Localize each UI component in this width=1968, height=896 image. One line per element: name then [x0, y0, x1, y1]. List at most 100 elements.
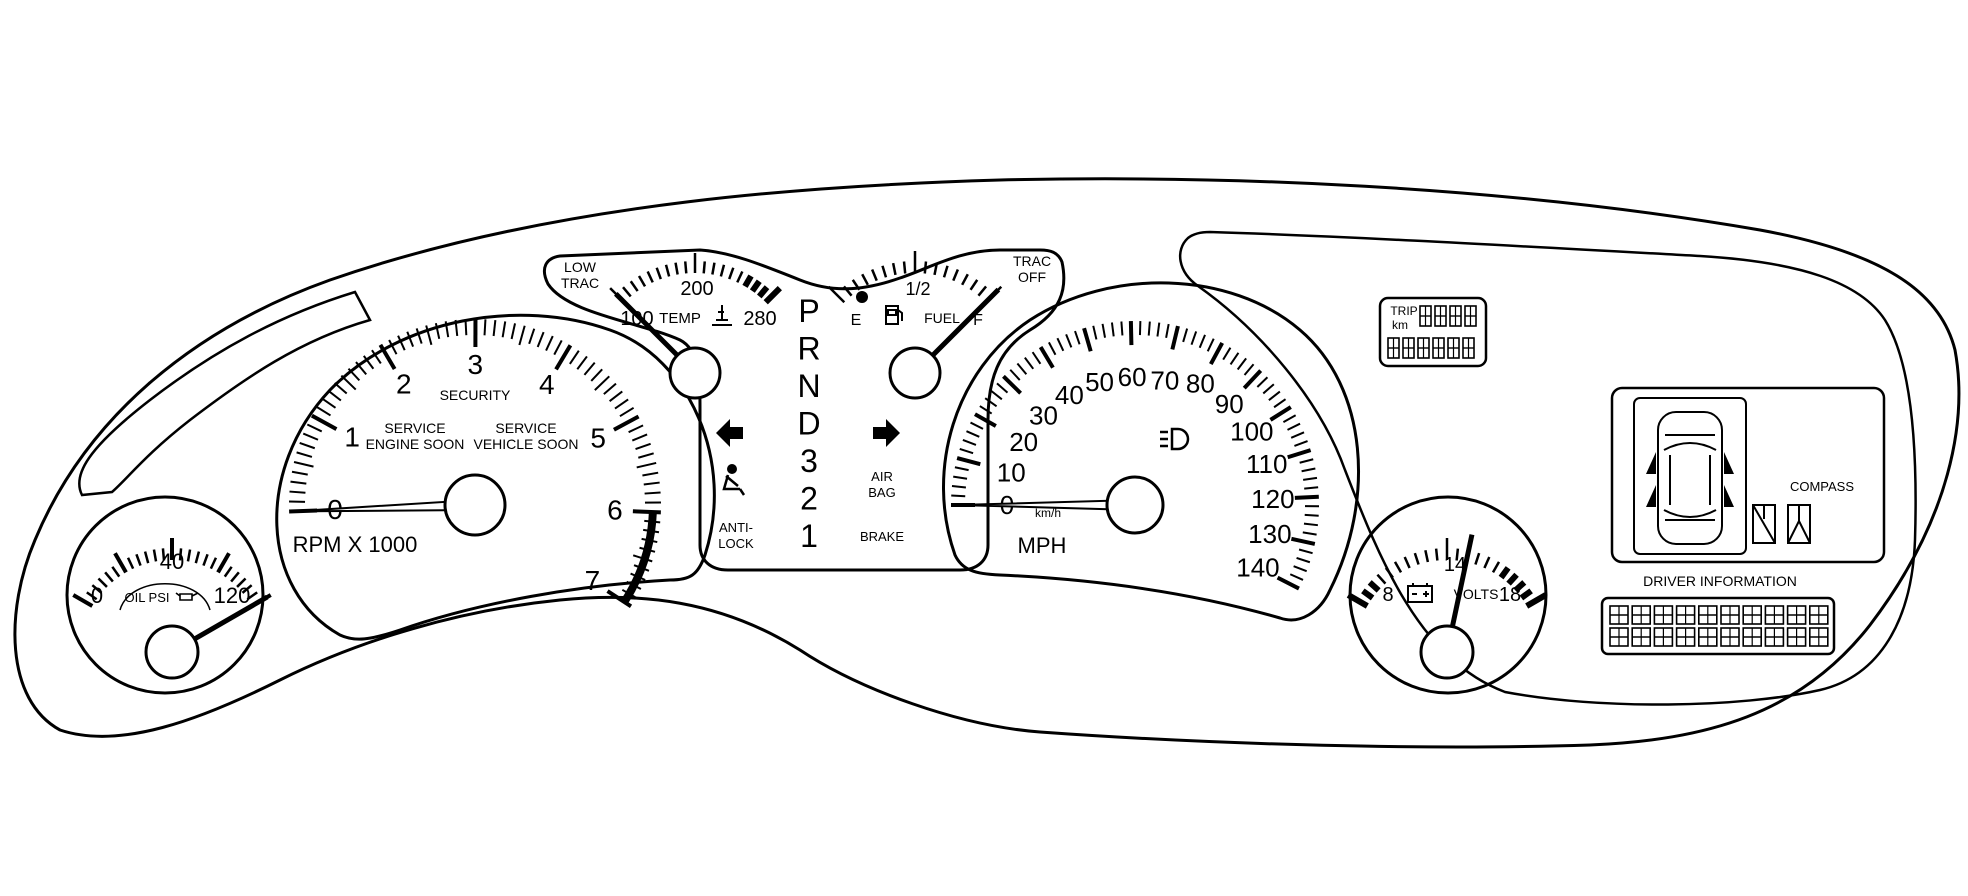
oil-tick [216, 552, 231, 574]
tach-tick [388, 339, 398, 355]
tach-tick [528, 328, 536, 345]
speedo-tick [1296, 556, 1311, 564]
temp-tick [742, 274, 754, 288]
fuel-pump-icon [885, 305, 903, 325]
tach-tick [569, 350, 580, 365]
anti-lock-line1: ANTI- [719, 520, 753, 535]
speedo-tick [996, 382, 1009, 394]
volts-tick [1491, 561, 1501, 573]
oil-tick [230, 571, 240, 583]
tach-scale-label: 6 [607, 495, 623, 526]
tach-tick [492, 320, 497, 337]
tach-tick [355, 361, 367, 376]
tach-tick [576, 355, 588, 370]
temp-tick [683, 261, 688, 274]
temp-tick [756, 285, 770, 299]
voltmeter-gauge: 8 14 18 VOLTS [1346, 495, 1548, 695]
speedo-tick [951, 485, 967, 489]
oil-gauge-hub-cutout [119, 583, 211, 611]
speedo-tick [1299, 458, 1314, 464]
tach-tick [316, 406, 332, 417]
tach-tick [444, 321, 450, 338]
battery-icon [1407, 583, 1433, 603]
driver-info-digit [1609, 605, 1629, 625]
oil-tick [143, 551, 150, 564]
speedo-tick [1082, 327, 1093, 352]
speedo-tick [1209, 342, 1224, 366]
oil-tick [236, 577, 247, 588]
fuel-tick [861, 273, 869, 286]
speedo-tick [1262, 383, 1275, 395]
speedo-tick [1293, 565, 1308, 573]
driver-info-segment-digits [1609, 605, 1829, 647]
speedo-tick [1002, 374, 1022, 395]
tach-tick [289, 490, 306, 494]
speedo-caption: MPH [1018, 533, 1067, 558]
tach-tick [609, 390, 623, 402]
fuel-label-e: E [851, 312, 862, 329]
tach-tick [518, 325, 526, 346]
oil-tick [104, 571, 114, 583]
speedo-needle-hub [1105, 475, 1165, 535]
right-turn-arrow-icon [873, 419, 900, 447]
fuel-label-half: 1/2 [905, 279, 930, 299]
gear-position-label: 1 [800, 518, 818, 554]
driver-info-digit [1742, 605, 1762, 625]
oil-pressure-gauge: 0 40 120 OIL PSI [65, 495, 272, 695]
volts-tick [1519, 588, 1533, 601]
volts-tick [1384, 567, 1394, 579]
driver-info-digit [1631, 627, 1651, 647]
driver-info-digit [1675, 627, 1696, 647]
volts-label-18: 18 [1499, 584, 1521, 606]
temp-tick [763, 286, 782, 305]
tach-tick [327, 389, 342, 402]
volts-tick [1513, 580, 1527, 593]
tach-tick [454, 319, 459, 337]
trip-digit [1417, 337, 1430, 359]
oil-tick [113, 552, 128, 574]
fuel-low-marker [856, 291, 868, 303]
fuel-needle-hub [888, 346, 942, 400]
door-front-right-indicator [1724, 452, 1734, 474]
speedo-tick [1074, 330, 1081, 345]
fuel-label-f: F [973, 312, 983, 329]
gear-position-label: R [797, 331, 820, 367]
trip-digit [1464, 305, 1477, 327]
speedo-tick [1156, 322, 1161, 337]
oil-can-icon [175, 592, 199, 601]
tach-tick [583, 362, 596, 376]
volts-tick [1361, 588, 1375, 601]
tach-tick [302, 432, 319, 441]
volts-tick [1434, 548, 1439, 561]
speedo-tick [1287, 448, 1312, 460]
tach-tick [642, 471, 659, 477]
volts-label-14: 14 [1444, 554, 1466, 576]
tach-tick [603, 382, 617, 395]
tach-tick [643, 481, 660, 486]
tach-scale-label: 5 [590, 422, 606, 453]
temp-needle-hub [668, 346, 722, 400]
tach-tick [628, 424, 644, 434]
speedo-tick [1243, 363, 1255, 376]
speedo-tick [1290, 431, 1305, 439]
speedo-scale-label: 50 [1085, 367, 1114, 397]
trip-segment-digits [1387, 305, 1477, 359]
speedo-tick [970, 421, 984, 430]
tach-tick [363, 355, 375, 370]
speedo-tick [1294, 494, 1319, 500]
speedo-tick [1229, 352, 1240, 365]
fuel-tick [969, 279, 979, 291]
fuel-tick [942, 265, 949, 278]
speedo-tick [1016, 362, 1028, 375]
speedo-tick [1222, 347, 1232, 361]
speedo-tick [1048, 341, 1057, 356]
volts-tick [1498, 566, 1511, 580]
driver-info-digit [1698, 605, 1718, 625]
driver-info-digit [1809, 627, 1829, 647]
speedo-scale-label: 60 [1118, 362, 1147, 392]
temp-caption: TEMP [659, 310, 701, 327]
driver-info-digit [1786, 605, 1807, 625]
temp-tick [674, 262, 679, 275]
speedo-scale-label: 130 [1248, 519, 1291, 549]
